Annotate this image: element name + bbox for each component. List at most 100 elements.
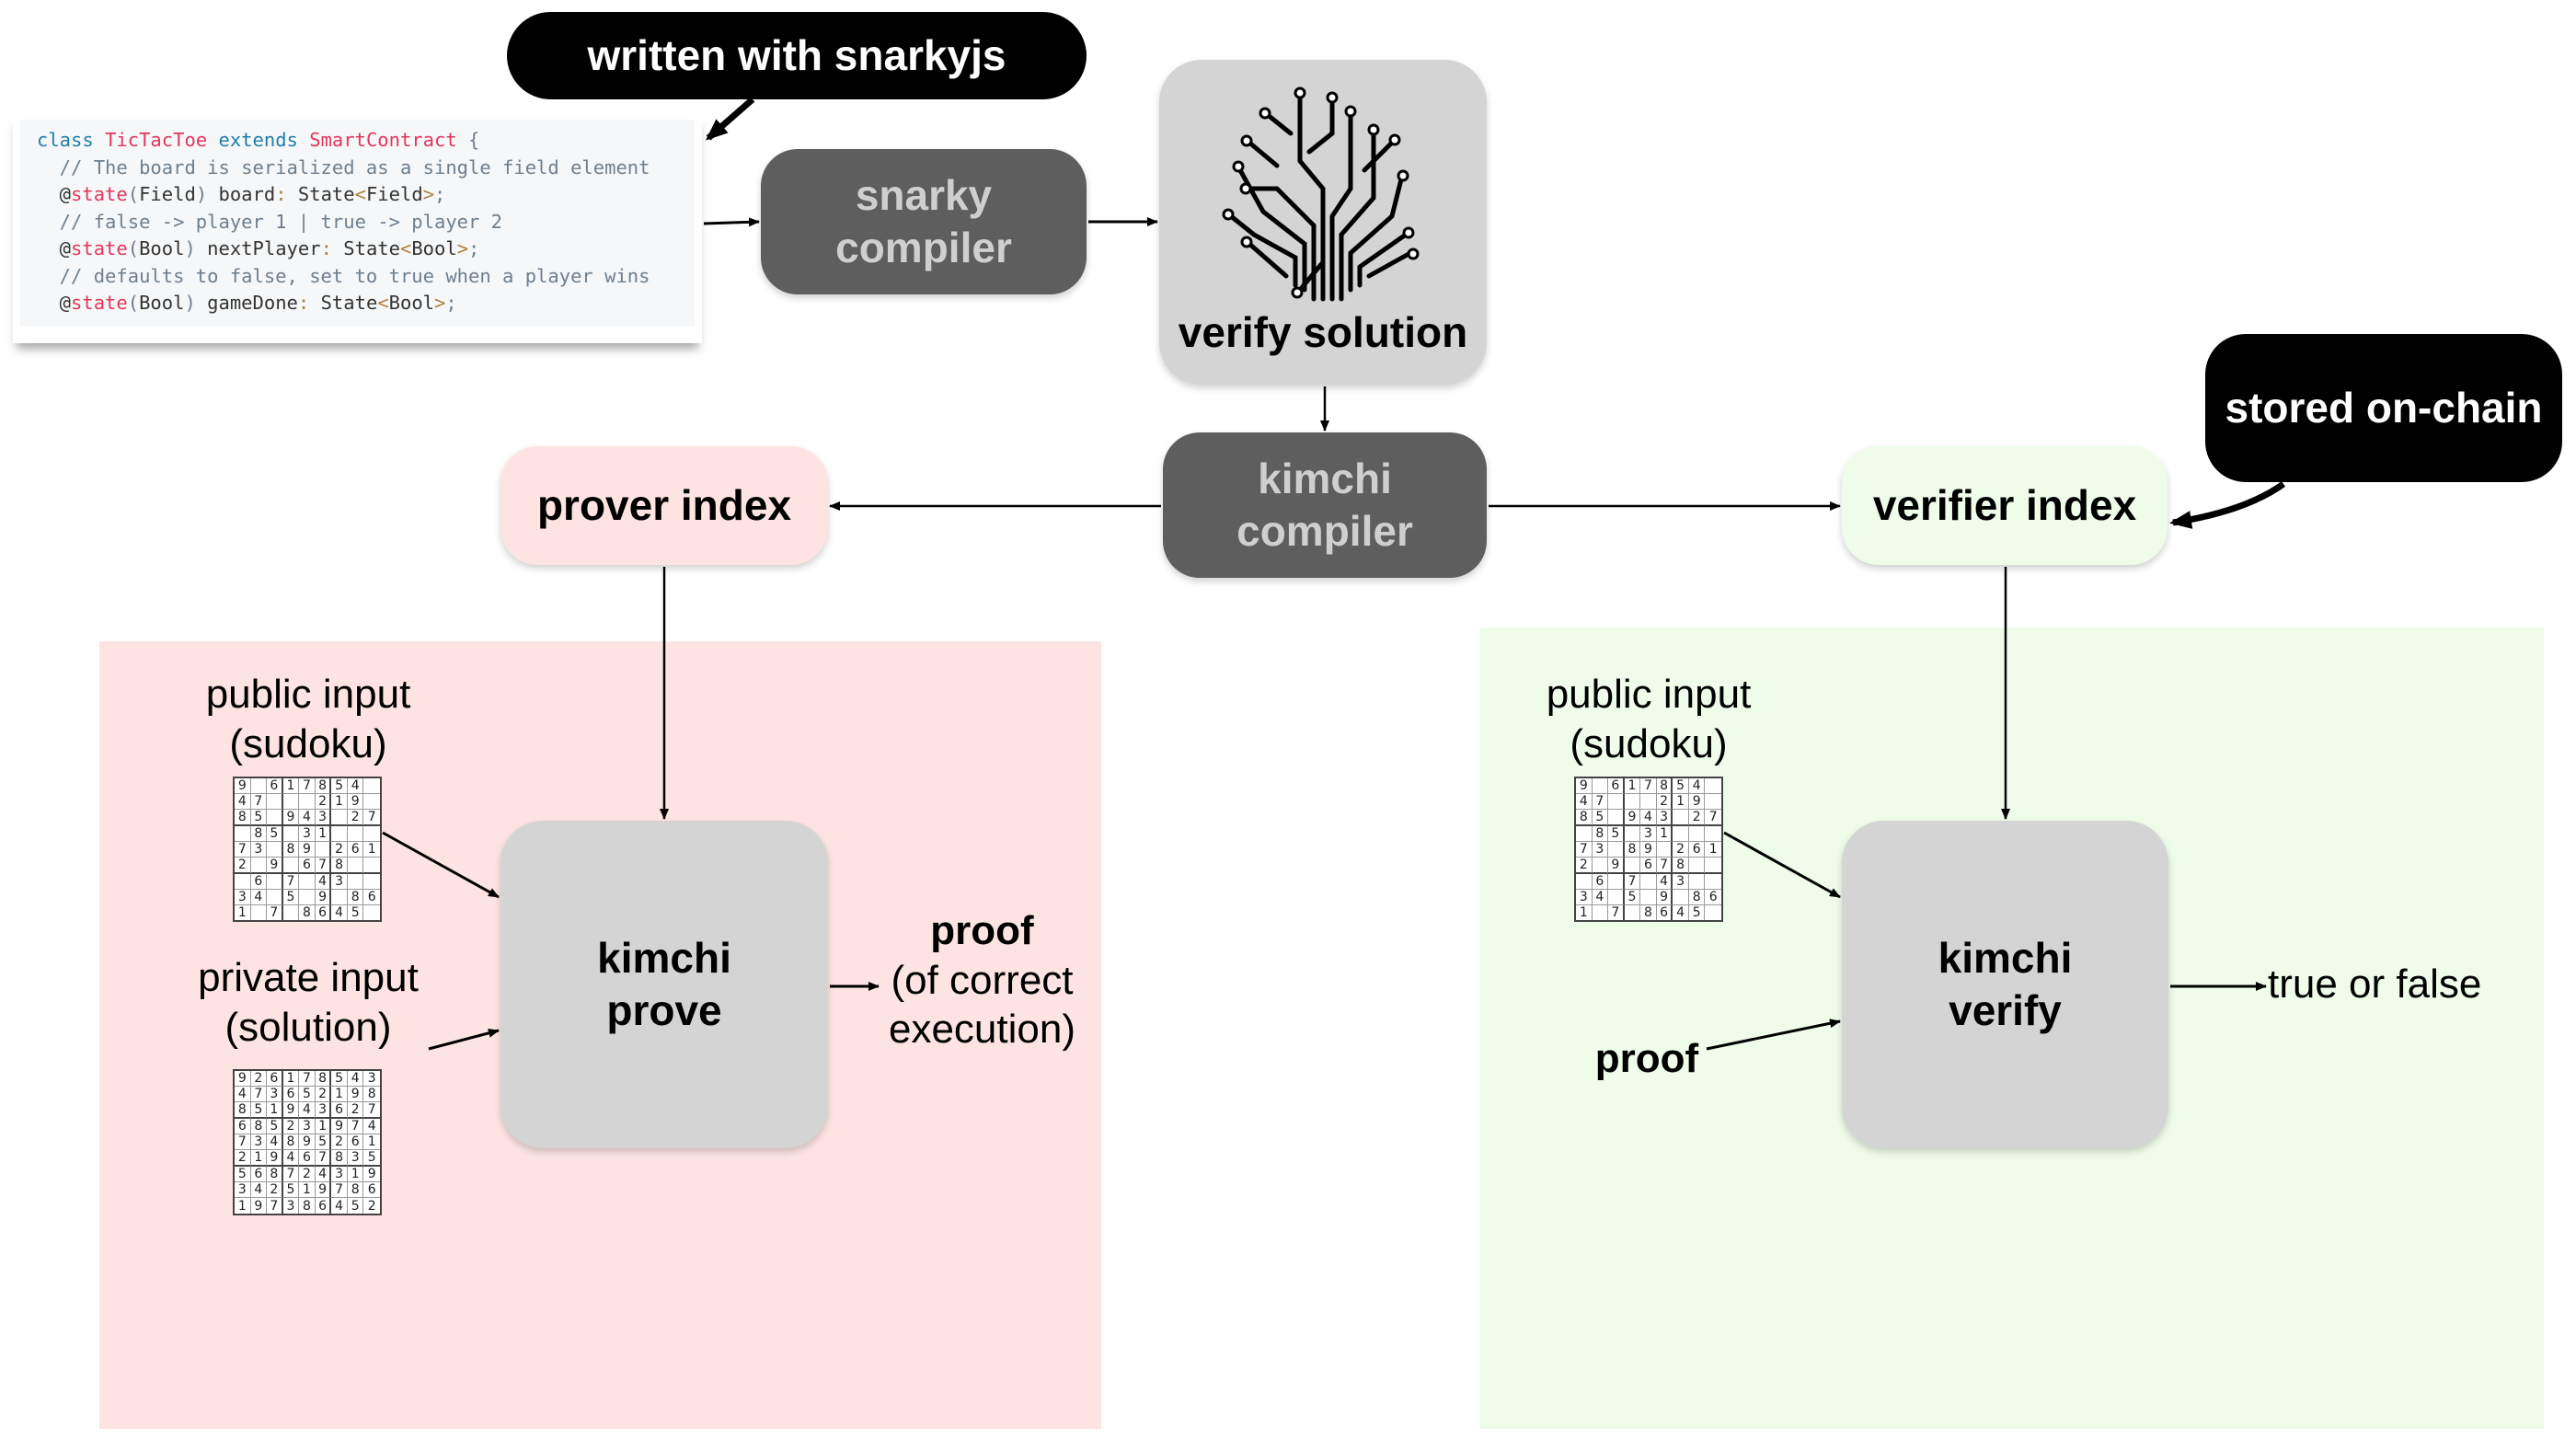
sudoku-cell: 2 — [282, 1119, 300, 1134]
sudoku-cell: 9 — [1640, 842, 1657, 858]
sudoku-cell: 9 — [251, 1198, 268, 1214]
sudoku-cell: 2 — [235, 1150, 251, 1167]
code-token: : — [320, 237, 332, 259]
code-token: ( — [127, 237, 140, 259]
sudoku-cell: 7 — [235, 842, 251, 858]
sudoku-cell: 8 — [315, 778, 332, 794]
sudoku-cell: 9 — [235, 778, 251, 794]
stored-on-chain-callout: stored on-chain — [2205, 334, 2562, 482]
sudoku-cell: 4 — [1592, 890, 1609, 905]
code-token: @ — [37, 237, 72, 259]
sudoku-cell: 2 — [347, 810, 364, 826]
sudoku-cell — [363, 905, 380, 920]
sudoku-cell — [251, 905, 268, 920]
code-token: Bool — [411, 237, 457, 259]
sudoku-cell — [267, 810, 283, 826]
sudoku-cell: 6 — [1640, 858, 1657, 874]
sudoku-cell: 3 — [1673, 874, 1689, 890]
sudoku-cell: 7 — [299, 778, 316, 794]
sudoku-cell: 3 — [267, 1087, 283, 1102]
code-token: ( — [127, 292, 140, 314]
code-token: ) — [195, 183, 208, 205]
sudoku-cell — [1705, 874, 1721, 890]
sudoku-cell: 2 — [367, 1198, 376, 1214]
kimchi-verify-line1: kimchi — [1938, 933, 2073, 982]
sudoku-cell: 9 — [299, 842, 316, 858]
sudoku-cell: 9 — [282, 1102, 300, 1119]
sudoku-cell — [282, 794, 300, 810]
sudoku-cell: 1 — [363, 842, 380, 858]
sudoku-cell: 8 — [282, 1134, 300, 1150]
sudoku-cell: 4 — [1673, 905, 1689, 920]
sudoku-cell — [1705, 858, 1721, 874]
sudoku-cell — [267, 890, 283, 905]
sudoku-cell: 4 — [250, 890, 268, 905]
sudoku-cell: 7 — [1640, 778, 1657, 794]
sudoku-cell: 8 — [250, 1119, 268, 1134]
sudoku-cell: 1 — [331, 794, 348, 810]
sudoku-cell — [1576, 826, 1593, 842]
sudoku-cell: 4 — [1576, 794, 1593, 810]
sudoku-cell — [283, 905, 300, 920]
sudoku-cell: 6 — [267, 778, 283, 794]
sudoku-cell: 3 — [1592, 842, 1609, 858]
sudoku-cell — [363, 794, 380, 810]
proof-output-sub2: execution) — [888, 1007, 1075, 1053]
sudoku-cell — [1705, 778, 1721, 794]
code-line: @state(Field) board: State<Field>; — [37, 181, 678, 209]
sudoku-cell: 3 — [331, 874, 348, 890]
sudoku-cell: 5 — [348, 905, 364, 920]
sudoku-cell: 7 — [315, 1150, 332, 1167]
sudoku-cell — [235, 826, 251, 842]
sudoku-cell — [250, 858, 268, 874]
verifier-index-node: verifier index — [1842, 446, 2168, 565]
code-line: class TicTacToe extends SmartContract { — [37, 127, 678, 155]
code-token: Bool — [139, 237, 185, 259]
sudoku-cell: 3 — [1576, 890, 1593, 905]
sudoku-cell: 8 — [1656, 778, 1673, 794]
sudoku-cell: 6 — [250, 874, 268, 890]
sudoku-cell — [331, 810, 348, 826]
sudoku-cell: 3 — [1656, 810, 1673, 826]
code-line: // false -> player 1 | true -> player 2 — [37, 209, 678, 236]
sudoku-cell: 1 — [1705, 842, 1721, 858]
sudoku-cell — [1673, 826, 1689, 842]
sudoku-cell: 5 — [282, 890, 300, 905]
sudoku-cell: 5 — [331, 778, 348, 794]
sudoku-cell: 2 — [1688, 810, 1706, 826]
code-line: @state(Bool) nextPlayer: State<Bool>; — [37, 236, 678, 263]
sudoku-cell — [1608, 874, 1625, 890]
sudoku-cell: 5 — [363, 1150, 380, 1167]
sudoku-cell: 9 — [363, 1167, 380, 1182]
code-token: SmartContract — [309, 129, 457, 151]
sudoku-cell: 8 — [347, 1182, 364, 1198]
sudoku-cell: 3 — [235, 1182, 251, 1198]
sudoku-cell — [363, 826, 380, 842]
code-token: gameDone — [195, 292, 298, 314]
sudoku-cell — [1608, 810, 1625, 826]
sudoku-cell: 5 — [235, 1167, 251, 1182]
sudoku-cell — [1640, 874, 1657, 890]
sudoku-cell: 6 — [363, 890, 380, 905]
sudoku-cell: 6 — [299, 858, 316, 874]
sudoku-cell — [1624, 794, 1641, 810]
sudoku-cell: 8 — [299, 1198, 316, 1214]
sudoku-cell — [331, 890, 348, 905]
sudoku-cell: 2 — [1576, 858, 1593, 874]
sudoku-cell: 2 — [1673, 842, 1689, 858]
code-token: state — [71, 237, 128, 259]
sudoku-cell: 5 — [250, 1102, 268, 1119]
code-token: state — [71, 292, 128, 314]
sudoku-cell: 6 — [347, 1134, 364, 1150]
sudoku-cell: 7 — [331, 1182, 348, 1198]
code-token: @ — [37, 292, 72, 314]
sudoku-cell: 9 — [267, 858, 283, 874]
sudoku-cell: 8 — [315, 1071, 332, 1087]
sudoku-cell — [1624, 826, 1641, 842]
sudoku-cell: 4 — [315, 874, 332, 890]
private-input-line2: (solution) — [224, 1004, 392, 1050]
sudoku-cell: 5 — [1673, 778, 1689, 794]
